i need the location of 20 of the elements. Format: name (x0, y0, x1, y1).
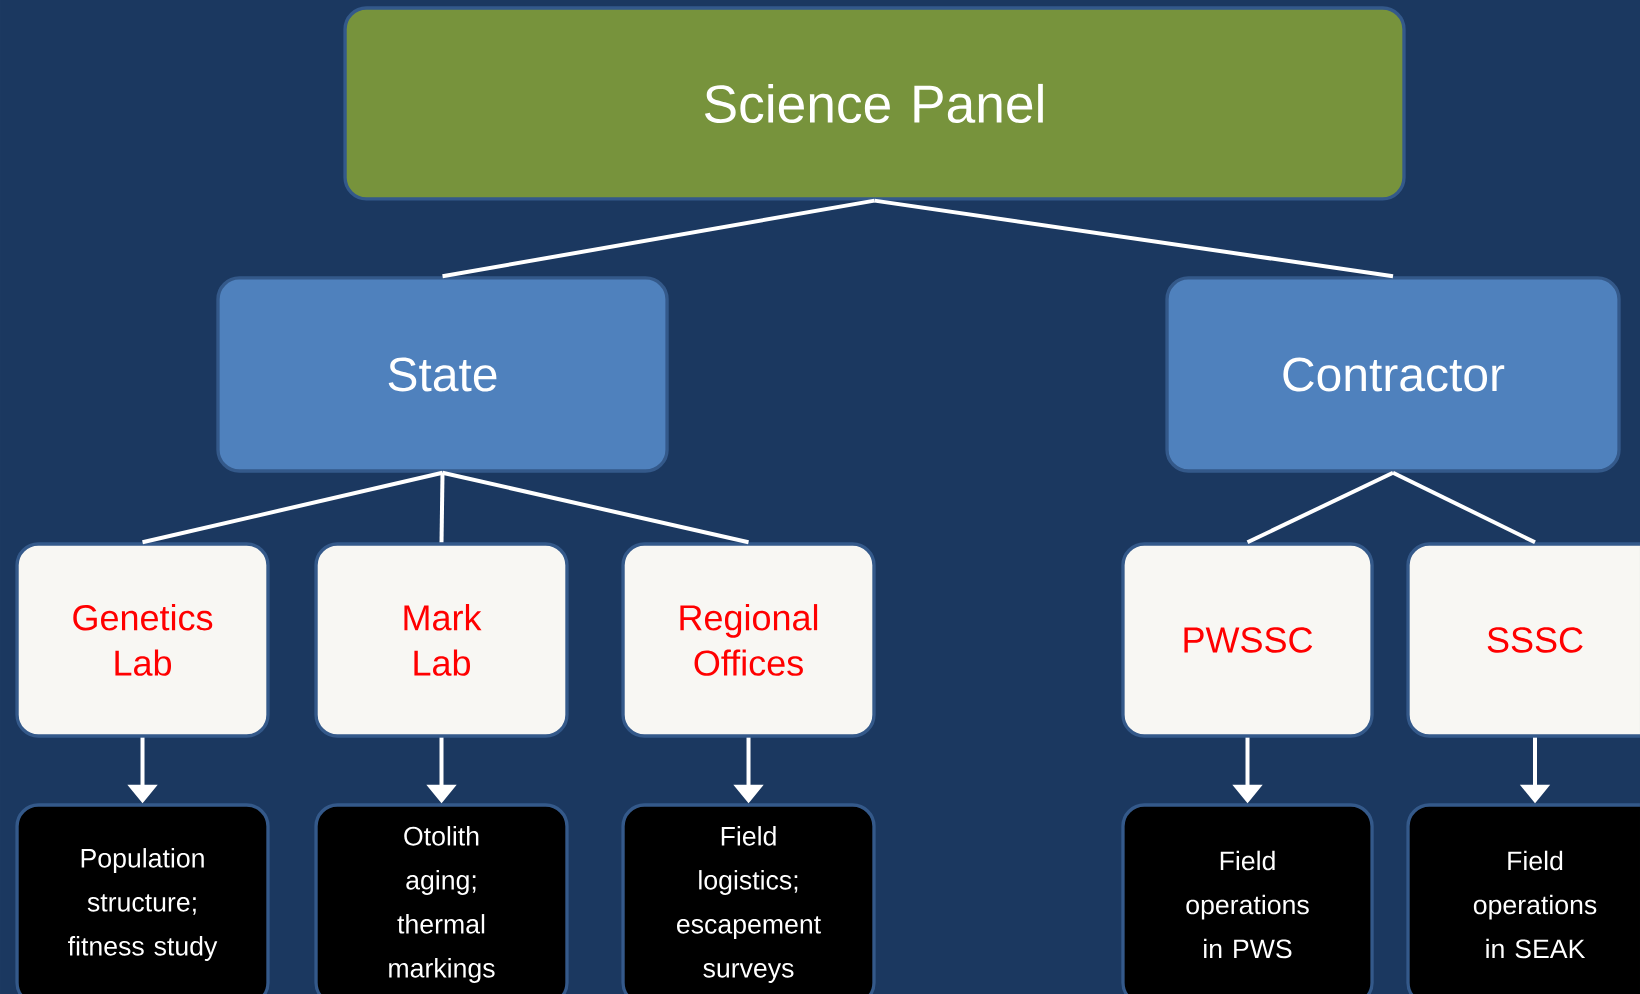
connector-line (1392, 470, 1536, 545)
unit-box: Genetics Lab (15, 542, 270, 738)
unit-box: SSSC (1406, 542, 1640, 738)
unit-box: Regional Offices (621, 542, 876, 738)
connector-line (442, 198, 875, 279)
unit-box: Mark Lab (314, 542, 569, 738)
group-box: State (216, 276, 669, 473)
task-box: Otolith aging; thermal markings (314, 803, 569, 994)
title-box: Science Panel (343, 6, 1406, 201)
connector-line (874, 198, 1394, 279)
connector-line (442, 470, 749, 545)
group-box: Contractor (1165, 276, 1621, 473)
connector-line (439, 472, 445, 543)
task-box: Field operations in SEAK (1406, 803, 1640, 994)
task-box: Field operations in PWS (1121, 803, 1374, 994)
task-box: Population structure; fitness study (15, 803, 270, 994)
task-box: Field logistics; escapement surveys (621, 803, 876, 994)
unit-box: PWSSC (1121, 542, 1374, 738)
connector-line (142, 470, 443, 545)
connector-line (1246, 470, 1394, 545)
